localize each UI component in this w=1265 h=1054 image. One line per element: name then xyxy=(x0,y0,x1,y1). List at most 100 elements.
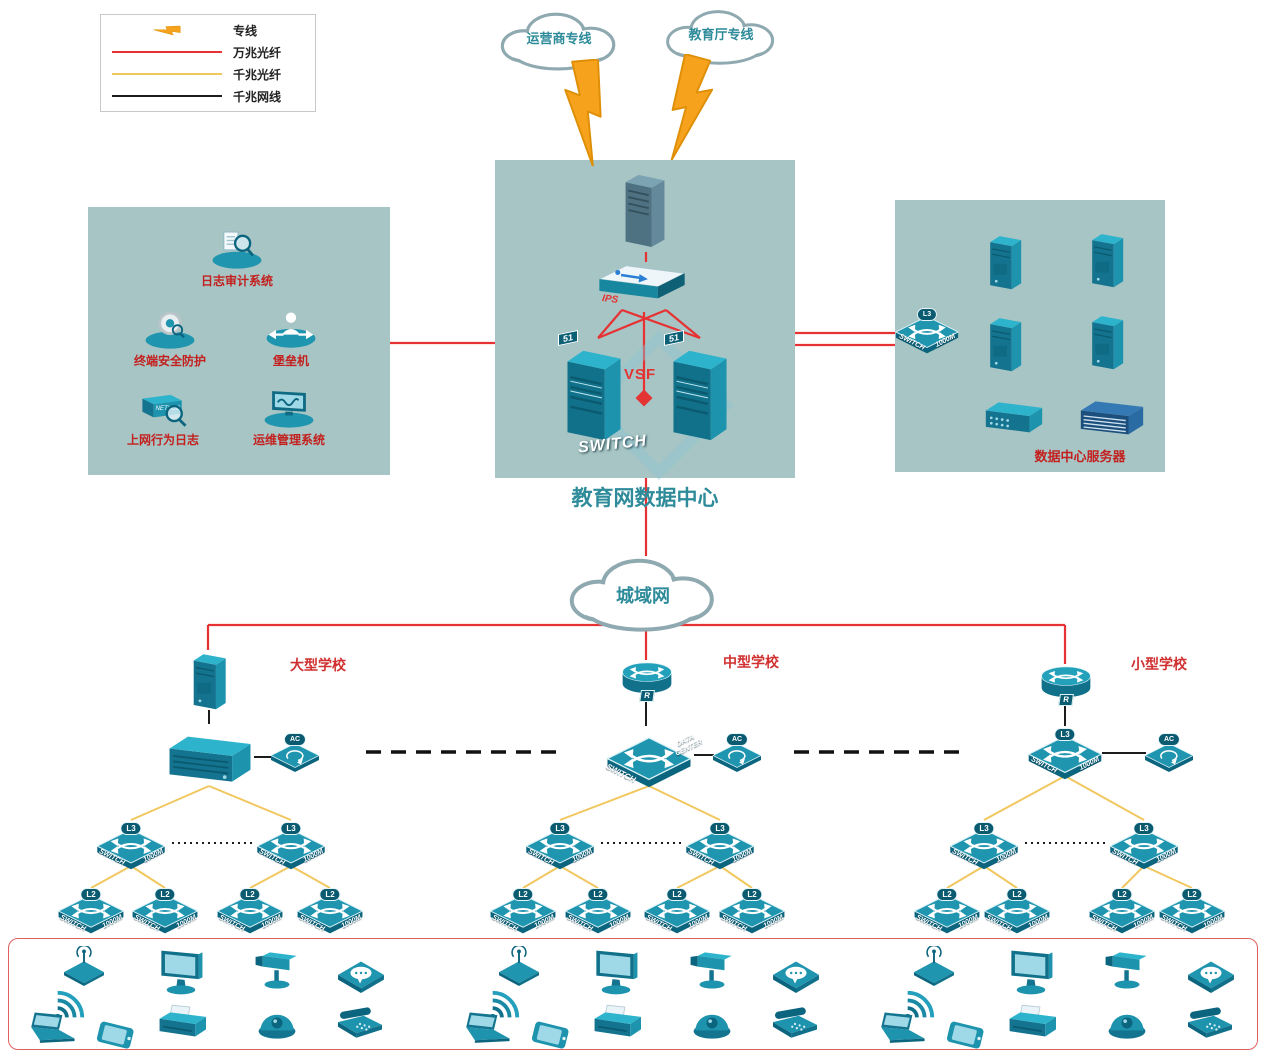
printer-icon xyxy=(591,1002,641,1046)
l3-badge: L3 xyxy=(973,822,995,835)
legend-row-dedicated-line: 专线 xyxy=(109,19,307,41)
printer-icon xyxy=(1006,1002,1056,1046)
dome-camera-icon xyxy=(689,1002,735,1044)
cloud-metro-network: 城域网 xyxy=(537,548,749,636)
ips-label: IPS xyxy=(601,293,619,306)
im-device-icon xyxy=(769,950,823,994)
core-switch-stack-right: 51 xyxy=(664,329,736,446)
ips-device: IPS xyxy=(596,260,688,310)
ptz-camera-icon xyxy=(1102,946,1152,998)
server-zone-switch: L3 SWITCH 1000M xyxy=(894,306,960,354)
cloud-label: 城域网 xyxy=(616,586,670,607)
core-switch-data-center: SWITCH DATA CENTER xyxy=(602,724,704,788)
dome-camera-icon xyxy=(254,1002,300,1044)
core-switch-stack-left: 51 xyxy=(558,329,630,446)
telephone-icon xyxy=(332,1002,388,1046)
server-zone-title: 数据中心服务器 xyxy=(1034,449,1126,464)
terminal-protection-icon xyxy=(145,311,195,349)
legend-label: 专线 xyxy=(233,23,258,38)
links-1g-cable xyxy=(208,700,1146,758)
core-l3-switch: L3 SWITCH 1000M xyxy=(1026,724,1104,780)
server-tower-icon xyxy=(1086,228,1128,290)
red-line-swatch xyxy=(112,51,222,53)
server-tower-icon xyxy=(1086,310,1128,372)
ac-controller: AC xyxy=(270,732,320,776)
school-label-large: 大型学校 xyxy=(290,657,346,673)
desktop-monitor-icon xyxy=(591,946,641,998)
storage-array-icon xyxy=(982,396,1046,436)
firewall-tower-icon xyxy=(620,166,670,254)
l2-badge: L2 xyxy=(512,888,534,901)
printer-icon xyxy=(156,1002,206,1046)
l2-badge: L2 xyxy=(666,888,688,901)
dome-camera-icon xyxy=(1104,1002,1150,1044)
ac-badge: AC xyxy=(1157,733,1181,746)
core-chassis-icon xyxy=(164,722,256,788)
yellow-line-swatch xyxy=(112,73,222,75)
ac-controller: AC xyxy=(1144,732,1194,776)
school-server-tower-icon xyxy=(188,648,230,712)
l2-badge: L2 xyxy=(936,888,958,901)
cloud-education-line: 教育厅专线 xyxy=(642,2,800,68)
wireless-ap-icon xyxy=(910,946,958,986)
cloud-carrier-line: 运营商专线 xyxy=(480,4,638,74)
l2-badge: L2 xyxy=(80,888,102,901)
legend-label: 千兆光纤 xyxy=(233,67,282,82)
l3-badge: L3 xyxy=(280,822,302,835)
security-item-label: 堡垒机 xyxy=(272,354,309,368)
security-zone xyxy=(88,207,390,475)
legend-label: 千兆网线 xyxy=(233,89,282,104)
stack-icon xyxy=(664,336,736,446)
l2-badge: L2 xyxy=(239,888,261,901)
desktop-monitor-icon xyxy=(1006,946,1056,998)
rack-chassis-icon xyxy=(1076,394,1148,438)
l2-badge: L2 xyxy=(154,888,176,901)
security-item-label: 上网行为日志 xyxy=(126,433,199,447)
smartphone-icon xyxy=(90,1018,140,1054)
black-line-swatch xyxy=(112,95,222,97)
l3-badge: L3 xyxy=(709,822,731,835)
links-1g-fiber xyxy=(90,775,1193,889)
wireless-ap-icon xyxy=(495,946,543,986)
l3-badge: L3 xyxy=(120,822,142,835)
log-audit-icon xyxy=(212,231,262,269)
security-item-ops-management: 运维管理系统 xyxy=(234,385,344,448)
ac-controller: AC xyxy=(712,732,762,776)
legend-label: 万兆光纤 xyxy=(233,45,282,60)
wireless-ap-icon xyxy=(60,946,108,986)
bastion-host-icon xyxy=(266,312,316,348)
ac-badge: AC xyxy=(725,733,749,746)
router-badge: R xyxy=(1058,694,1074,706)
smartphone-icon xyxy=(940,1018,990,1054)
l3-badge: L3 xyxy=(549,822,571,835)
stack-icon xyxy=(558,336,630,446)
vsf-label: VSF xyxy=(624,366,657,383)
legend-row-1g-cable: 千兆网线 xyxy=(109,85,307,107)
l2-badge: L2 xyxy=(1006,888,1028,901)
l2-badge: L2 xyxy=(1111,888,1133,901)
ac-badge: AC xyxy=(283,733,307,746)
security-item-netlog: NETLOG 上网行为日志 xyxy=(108,385,218,448)
telephone-icon xyxy=(1182,1002,1238,1046)
legend: 专线 万兆光纤 千兆光纤 千兆网线 xyxy=(100,14,316,112)
cloud-label: 教育厅专线 xyxy=(688,28,754,43)
laptop-icon xyxy=(461,1010,513,1048)
cloud-label: 运营商专线 xyxy=(526,32,592,47)
l3-badge: L3 xyxy=(916,308,938,321)
security-item-bastion-host: 堡垒机 xyxy=(236,306,346,369)
